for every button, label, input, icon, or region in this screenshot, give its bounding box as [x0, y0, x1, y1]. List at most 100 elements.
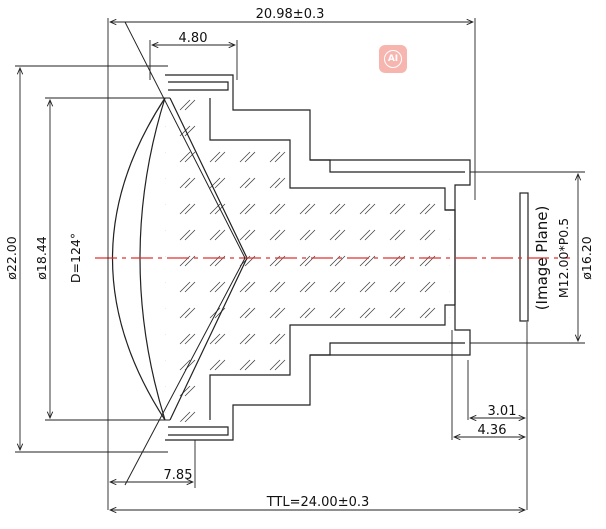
hatch-stroke: [120, 152, 130, 162]
ai-badge-icon: AI: [379, 45, 407, 73]
hatch-stroke: [239, 333, 251, 345]
hatch-stroke: [299, 411, 311, 423]
hatch-stroke: [455, 308, 465, 318]
hatch-stroke: [274, 229, 286, 241]
hatch-stroke: [209, 125, 221, 137]
hatch-stroke: [214, 281, 226, 293]
hatch-stroke: [179, 99, 191, 111]
hatch-stroke: [165, 229, 166, 241]
hatch-stroke: [244, 229, 256, 241]
hatch-stroke: [214, 307, 226, 319]
hatch-stroke: [299, 307, 311, 319]
hatch-stroke: [274, 281, 286, 293]
hatch-stroke: [239, 281, 251, 293]
hatch-stroke: [394, 307, 406, 319]
hatch-stroke: [269, 229, 281, 241]
hatch-stroke: [424, 307, 436, 319]
hatch-stroke: [209, 411, 221, 423]
hatch-stroke: [419, 203, 431, 215]
hatch-stroke: [364, 229, 376, 241]
hatch-stroke: [150, 308, 160, 318]
hatch-stroke: [419, 99, 431, 111]
hatch-stroke: [244, 281, 256, 293]
hatch-stroke: [419, 229, 431, 241]
hatch-stroke: [364, 203, 376, 215]
hatch-stroke: [274, 125, 286, 137]
hatch-stroke: [274, 203, 286, 215]
hatch-stroke: [364, 281, 376, 293]
hatch-stroke: [165, 203, 166, 215]
hatch-stroke: [364, 359, 376, 371]
hatch-stroke: [125, 386, 135, 396]
hatch-stroke: [394, 125, 406, 137]
hatch-stroke: [120, 126, 130, 136]
hatch-stroke: [359, 229, 371, 241]
hatch-stroke: [334, 99, 346, 111]
hatch-stroke: [304, 281, 316, 293]
hatch-stroke: [184, 307, 196, 319]
dim-fov: D=124°: [68, 233, 83, 283]
hatch-stroke: [184, 229, 196, 241]
hatch-stroke: [455, 204, 465, 214]
hatch-stroke: [179, 203, 191, 215]
hatch-stroke: [125, 412, 135, 422]
hatch-stroke: [419, 307, 431, 319]
hatch-stroke: [165, 281, 166, 293]
hatch-stroke: [179, 177, 191, 189]
hatch-pattern: [120, 99, 465, 423]
hatch-stroke: [274, 333, 286, 345]
hatch-stroke: [389, 281, 401, 293]
hatch-stroke: [125, 230, 135, 240]
hatch-stroke: [269, 203, 281, 215]
hatch-stroke: [304, 333, 316, 345]
hatch-stroke: [274, 307, 286, 319]
hatch-stroke: [455, 386, 465, 396]
hatch-stroke: [125, 204, 135, 214]
hatch-stroke: [449, 99, 450, 111]
hatch-stroke: [179, 229, 191, 241]
hatch-stroke: [209, 333, 221, 345]
hatch-stroke: [455, 360, 465, 370]
hatch-stroke: [299, 385, 311, 397]
hatch-stroke: [329, 411, 341, 423]
hatch-stroke: [150, 230, 160, 240]
hatch-stroke: [419, 281, 431, 293]
hatch-stroke: [304, 99, 316, 111]
hatch-stroke: [214, 125, 226, 137]
hatch-stroke: [184, 411, 196, 423]
hatch-stroke: [304, 203, 316, 215]
hatch-stroke: [184, 203, 196, 215]
hatch-stroke: [389, 385, 401, 397]
hatch-stroke: [299, 359, 311, 371]
hatch-stroke: [364, 411, 376, 423]
hatch-stroke: [125, 308, 135, 318]
hatch-stroke: [334, 203, 346, 215]
hatch-stroke: [125, 100, 135, 110]
hatch-stroke: [184, 151, 196, 163]
hatch-stroke: [184, 255, 196, 267]
hatch-stroke: [165, 151, 166, 163]
hatch-stroke: [359, 307, 371, 319]
hatch-stroke: [334, 307, 346, 319]
hatch-stroke: [165, 359, 166, 371]
hatch-stroke: [299, 203, 311, 215]
hatch-stroke: [304, 177, 316, 189]
hatch-stroke: [334, 125, 346, 137]
hatch-stroke: [209, 99, 221, 111]
image-plane-label: (Image Plane): [533, 206, 551, 311]
hatch-stroke: [304, 307, 316, 319]
hatch-stroke: [184, 177, 196, 189]
hatch-stroke: [120, 230, 130, 240]
dim-bfl-1: 3.01: [488, 404, 517, 419]
hatch-stroke: [209, 307, 221, 319]
hatch-stroke: [329, 385, 341, 397]
hatch-stroke: [364, 385, 376, 397]
hatch-stroke: [269, 281, 281, 293]
hatch-stroke: [274, 385, 286, 397]
hatch-stroke: [304, 229, 316, 241]
hatch-stroke: [455, 126, 465, 136]
hatch-stroke: [239, 359, 251, 371]
hatch-stroke: [244, 151, 256, 163]
hatch-stroke: [394, 229, 406, 241]
dim-flange-width: 4.80: [179, 31, 208, 46]
